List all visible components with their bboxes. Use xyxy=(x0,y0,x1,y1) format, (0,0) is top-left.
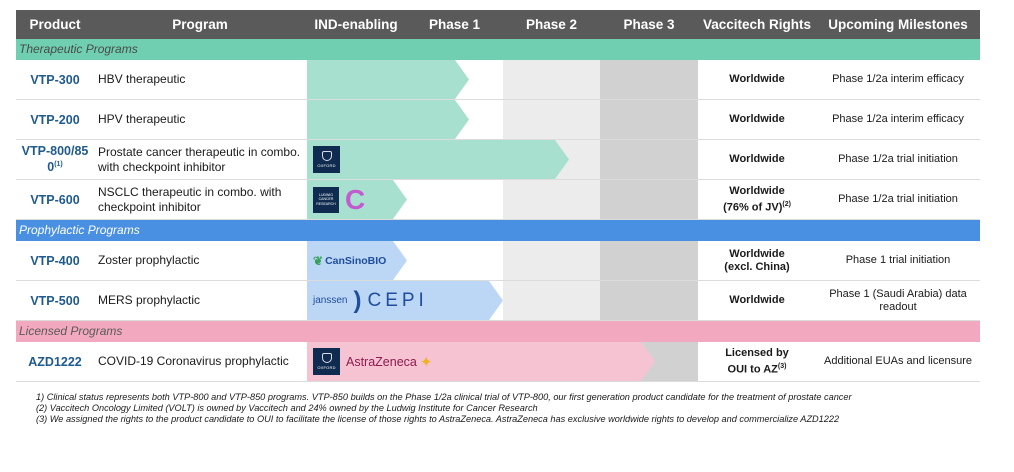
volt-c-icon: C xyxy=(345,183,366,215)
col-ind: IND-enabling xyxy=(314,17,398,32)
progress-bar: janssen )CEPI xyxy=(307,281,503,320)
milestone: Phase 1/2a interim efficacy xyxy=(832,73,964,85)
product-code: VTP-400 xyxy=(30,253,80,268)
rights-line2: (76% of JV) xyxy=(723,201,783,214)
progress-bar xyxy=(307,60,469,99)
section-licensed: Licensed Programs xyxy=(16,321,980,342)
progress-bar: OXFORD xyxy=(307,140,569,179)
milestone: Phase 1/2a trial initiation xyxy=(838,153,958,165)
progress-bar: ❦CanSinoBIO xyxy=(307,241,407,280)
product-code: AZD1222 xyxy=(28,354,82,369)
program-name: HBV therapeutic xyxy=(98,72,186,86)
table-row: VTP-400 Zoster prophylactic ❦CanSinoBIO … xyxy=(16,241,980,281)
cansinobio-logo: ❦CanSinoBIO xyxy=(313,253,387,268)
program-name: Prostate cancer therapeutic in combo. wi… xyxy=(98,144,301,174)
footnote-3: (3) We assigned the rights to the produc… xyxy=(36,414,840,424)
pipeline-table: Product Program IND-enabling Phase 1 Pha… xyxy=(16,10,980,382)
ludwig-logo: LUDWIG CANCER RESEARCH xyxy=(313,187,339,213)
table-row: VTP-500 MERS prophylactic janssen )CEPI … xyxy=(16,281,980,321)
product-code: VTP-600 xyxy=(30,192,80,207)
col-rights: Vaccitech Rights xyxy=(702,17,812,32)
progress-bar: LUDWIG CANCER RESEARCH C xyxy=(307,180,407,219)
phase3-shade xyxy=(600,281,698,320)
rights: Worldwide xyxy=(729,113,785,125)
table-row: VTP-600 NSCLC therapeutic in combo. with… xyxy=(16,180,980,220)
product-code-line2: 0 xyxy=(47,160,55,175)
footnote-2: (2) Vaccitech Oncology Limited (VOLT) is… xyxy=(36,403,538,413)
product-code-line1: VTP-800/85 xyxy=(21,144,89,159)
phase3-shade xyxy=(600,180,698,219)
astrazeneca-logo: AstraZeneca✦ xyxy=(346,353,433,371)
product-code: VTP-300 xyxy=(30,72,80,87)
rights: Worldwide xyxy=(729,73,785,85)
phase3-shade xyxy=(600,140,698,179)
col-milestones: Upcoming Milestones xyxy=(828,17,968,32)
footnotes: 1) Clinical status represents both VTP-8… xyxy=(36,392,936,425)
cepi-logo: )CEPI xyxy=(353,286,428,314)
phase2-shade xyxy=(503,241,600,280)
product-code: VTP-200 xyxy=(30,112,80,127)
program-name: MERS prophylactic xyxy=(98,293,201,307)
rights: Worldwide (76% of JV)(2) xyxy=(698,180,816,219)
col-program: Program xyxy=(172,17,228,32)
milestone: Phase 1 (Saudi Arabia) data readout xyxy=(829,287,967,313)
program-name: Zoster prophylactic xyxy=(98,253,200,267)
col-phase3: Phase 3 xyxy=(623,17,675,32)
rights-line2: (excl. China) xyxy=(724,260,790,273)
rights: Licensed by OUI to AZ(3) xyxy=(698,342,816,381)
program-name: COVID-19 Coronavirus prophylactic xyxy=(98,354,289,368)
table-row: VTP-300 HBV therapeutic Worldwide Phase … xyxy=(16,60,980,100)
col-phase2: Phase 2 xyxy=(525,17,578,32)
phase2-shade xyxy=(503,60,600,99)
table-row: VTP-200 HPV therapeutic Worldwide Phase … xyxy=(16,100,980,140)
footnote-ref: (1) xyxy=(54,161,63,169)
rights: Worldwide(excl. China) xyxy=(698,241,816,280)
progress-bar: OXFORD AstraZeneca✦ xyxy=(307,342,655,381)
product-code: VTP-500 xyxy=(30,293,80,308)
milestone: Phase 1/2a trial initiation xyxy=(838,193,958,205)
phase2-shade xyxy=(503,100,600,139)
milestone: Phase 1/2a interim efficacy xyxy=(832,113,964,125)
rights-line1: Worldwide xyxy=(729,184,785,197)
header-row: Product Program IND-enabling Phase 1 Pha… xyxy=(16,10,980,39)
footnote-ref: (3) xyxy=(777,362,787,370)
rights-line1: Worldwide xyxy=(729,247,785,260)
rights: Worldwide xyxy=(729,294,785,306)
phase3-shade xyxy=(600,100,698,139)
phase3-shade xyxy=(600,60,698,99)
milestone: Phase 1 trial initiation xyxy=(845,254,951,266)
rights-line1: Licensed by xyxy=(725,346,789,359)
oxford-logo: OXFORD xyxy=(313,348,340,375)
rights: Worldwide xyxy=(729,153,785,165)
milestone: Additional EUAs and licensure xyxy=(824,355,972,367)
footnote-1: 1) Clinical status represents both VTP-8… xyxy=(36,392,852,402)
phase2-shade xyxy=(503,281,600,320)
progress-bar xyxy=(307,100,469,139)
janssen-logo: janssen xyxy=(313,295,348,306)
phase3-shade xyxy=(600,241,698,280)
phase2-shade xyxy=(503,180,600,219)
program-name: NSCLC therapeutic in combo. with checkpo… xyxy=(98,184,282,214)
section-prophylactic: Prophylactic Programs xyxy=(16,220,980,241)
rights-line2: OUI to AZ xyxy=(727,363,778,376)
col-product: Product xyxy=(29,17,81,32)
footnote-ref: (2) xyxy=(782,200,791,208)
oxford-logo: OXFORD xyxy=(313,146,340,173)
table-row: AZD1222 COVID-19 Coronavirus prophylacti… xyxy=(16,342,980,382)
col-phase1: Phase 1 xyxy=(428,17,481,32)
section-therapeutic: Therapeutic Programs xyxy=(16,39,980,60)
program-name: HPV therapeutic xyxy=(98,112,186,126)
